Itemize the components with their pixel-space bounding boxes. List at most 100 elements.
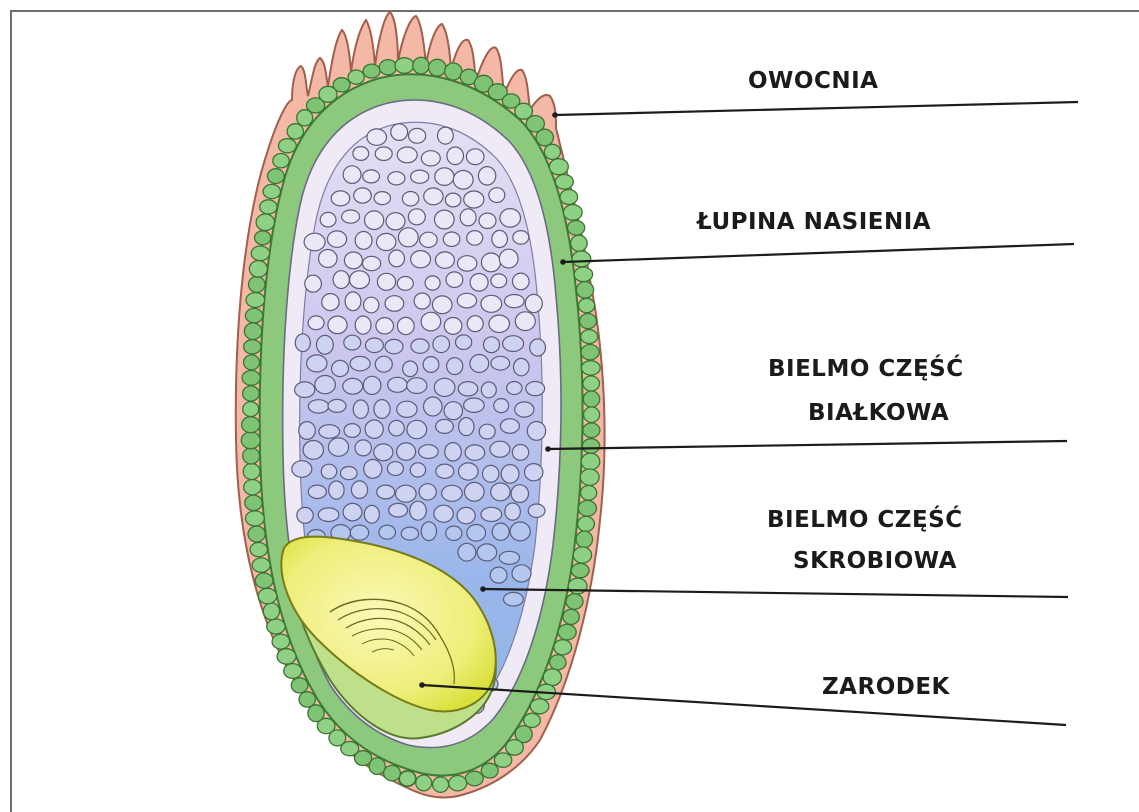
label-bielmo-skrobiowa-line2: SKROBIOWA (793, 548, 957, 574)
starch-cell (350, 525, 368, 540)
seed-coat-cell (581, 453, 600, 470)
starch-cell (489, 315, 510, 332)
seed-coat-cell (574, 267, 592, 282)
starch-cell (424, 397, 443, 416)
seed-coat-cell (506, 740, 524, 756)
starch-cell (444, 318, 462, 335)
label-zarodek: ZARODEK (822, 674, 951, 700)
starch-cell (342, 210, 360, 223)
starch-cell (464, 398, 485, 412)
starch-cell (363, 256, 381, 270)
seed-coat-cell (581, 345, 599, 360)
starch-cell (481, 382, 496, 398)
starch-cell (444, 402, 462, 420)
seed-coat-cell (413, 57, 429, 74)
label-bielmo-skrobiowa-line1: BIELMO CZĘŚĆ (767, 505, 963, 533)
seed-coat-cell (583, 391, 599, 407)
seed-coat-cell (543, 669, 561, 686)
starch-cell (318, 508, 339, 522)
seed-coat-cell (249, 276, 265, 292)
seed-coat-cell (273, 154, 289, 168)
starch-cell (481, 253, 500, 272)
starch-cell (470, 355, 489, 373)
starch-cell (304, 233, 325, 251)
leader-line-owocnia (555, 102, 1078, 115)
starch-cell (467, 231, 483, 246)
starch-cell (484, 337, 500, 353)
seed-coat-cell (251, 246, 269, 261)
seed-coat-cell (465, 771, 483, 786)
starch-cell (512, 445, 528, 461)
starch-cell (401, 527, 418, 540)
starch-cell (320, 212, 336, 227)
starch-cell (377, 485, 395, 499)
starch-cell (445, 193, 461, 207)
seed-coat-cell (580, 469, 599, 485)
starch-cell (513, 231, 529, 245)
starch-cell (491, 356, 510, 370)
seed-coat-cell (244, 340, 261, 354)
seed-coat-cell (581, 361, 600, 375)
starch-cell (479, 424, 495, 439)
starch-cell (466, 149, 484, 165)
seed-coat-cell (272, 634, 290, 649)
seed-coat-cell (583, 376, 600, 391)
starch-cell (377, 233, 396, 250)
starch-cell (453, 171, 473, 190)
starch-cell (525, 464, 543, 481)
seed-coat-cell (379, 60, 396, 75)
seed-coat-cell (584, 407, 600, 423)
seed-coat-cell (246, 293, 265, 308)
starch-cell (492, 523, 509, 540)
starch-cell (514, 358, 530, 375)
label-lupina-nasienia: ŁUPINA NASIENIA (695, 209, 931, 235)
starch-cell (434, 505, 453, 522)
starch-cell (499, 551, 519, 564)
starch-cell (432, 296, 452, 314)
starch-cell (411, 339, 429, 353)
starch-cell (292, 461, 312, 478)
starch-cell (500, 419, 519, 434)
seed-coat-cell (363, 64, 380, 78)
starch-cell (467, 525, 486, 542)
starch-cell (315, 376, 336, 394)
starch-cell (445, 443, 462, 461)
starch-cell (355, 316, 371, 334)
seed-coat-cell (267, 619, 285, 634)
seed-coat-cell (571, 563, 589, 577)
starch-cell (305, 275, 322, 292)
starch-cell (397, 147, 417, 163)
seed-coat-cell (308, 705, 324, 722)
starch-cell (389, 503, 408, 517)
starch-cell (515, 312, 535, 331)
starch-cell (410, 463, 425, 477)
seed-coat-cell (243, 463, 260, 479)
seed-coat-cell (578, 500, 596, 516)
starch-cell (510, 522, 530, 541)
starch-cell (331, 191, 350, 206)
seed-coat-cell (579, 298, 595, 312)
starch-cell (483, 465, 499, 482)
starch-cell (397, 443, 416, 460)
starch-cell (470, 274, 488, 292)
seed-coat-cell (260, 200, 277, 214)
starch-cell (446, 272, 463, 288)
starch-cell (511, 485, 528, 503)
starch-cell (319, 250, 338, 268)
seed-coat-cell (246, 511, 265, 526)
seed-coat-cell (249, 261, 267, 278)
starch-cell (317, 335, 334, 354)
starch-cell (425, 276, 440, 290)
starch-cell (398, 228, 418, 247)
starch-cell (423, 357, 439, 373)
starch-cell (363, 376, 381, 394)
starch-cell (436, 464, 454, 478)
labels: OWOCNIA ŁUPINA NASIENIA BIELMO CZĘŚĆ BIA… (695, 68, 964, 700)
seed-coat-cell (277, 649, 296, 664)
seed-coat-cell (384, 765, 401, 780)
starch-cell (526, 382, 545, 396)
leader-line-lupina (563, 244, 1074, 262)
seed-coat-cell (256, 214, 274, 231)
starch-cell (420, 232, 438, 247)
